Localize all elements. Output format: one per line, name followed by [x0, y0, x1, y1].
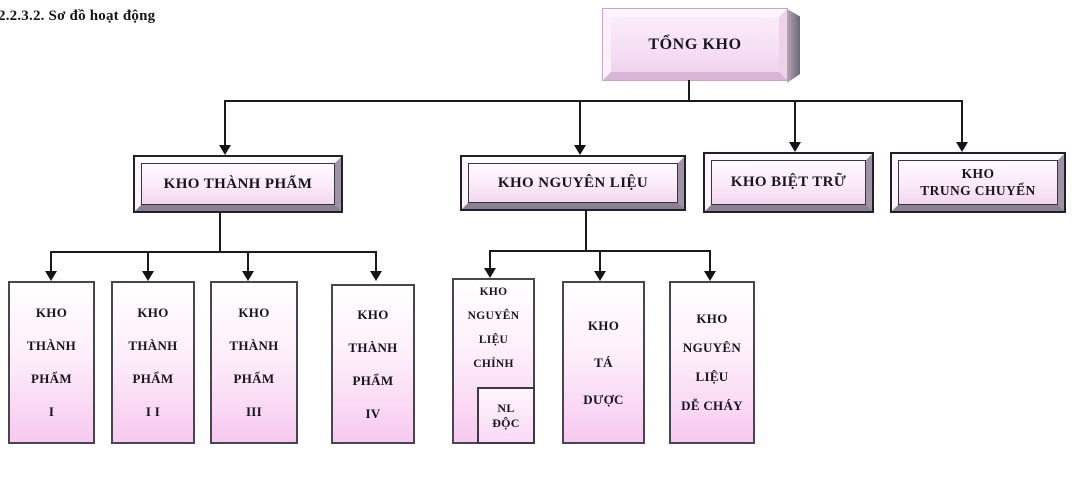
label-line: ĐỘC: [492, 415, 520, 430]
label-line: KHO: [137, 305, 169, 320]
connector-nguyen-lieu-stem: [585, 211, 587, 252]
connector-thanh-pham-hbar: [50, 251, 377, 253]
node-kho-biet-tru: KHO BIỆT TRỮ: [703, 152, 874, 213]
connector-drop-biet-tru: [794, 100, 796, 143]
node-bevel: KHO NGUYÊN LIỆU: [462, 157, 684, 209]
label-line: KHO: [479, 286, 508, 298]
label-line: TRUNG CHUYỂN: [920, 182, 1036, 198]
label-line: THÀNH: [348, 339, 398, 355]
node-tong-kho-3d-edge: [787, 9, 800, 83]
arrowhead-down-icon: [704, 271, 716, 281]
node-bevel: KHO THÀNH PHẨM: [135, 157, 341, 211]
label-line: PHẨM: [132, 371, 174, 386]
connector-thanh-pham-stem: [219, 213, 221, 253]
connector-drop-nl2: [599, 250, 601, 272]
connector-drop-nl3: [709, 250, 711, 272]
node-kho-trung-chuyen-label: KHO TRUNG CHUYỂN: [898, 160, 1058, 205]
node-kho-nguyen-lieu: KHO NGUYÊN LIỆU: [460, 155, 686, 211]
label-line: KHO: [696, 311, 728, 326]
connector-drop-trung-chuyen: [961, 100, 963, 143]
label-line: THÀNH: [26, 338, 77, 353]
node-kho-thanh-pham-4: KHO THÀNH PHẨM IV: [331, 284, 415, 444]
node-kho-nguyen-lieu-chinh: KHO NGUYÊN LIỆU CHÍNH NL ĐỘC: [452, 278, 535, 444]
node-tong-kho-label: TỔNG KHO: [603, 9, 787, 80]
label-line: KHO: [961, 165, 995, 181]
node-kho-thanh-pham-label: KHO THÀNH PHẨM: [141, 163, 335, 205]
label-line: I: [48, 404, 55, 419]
node-kho-thanh-pham-3: KHO THÀNH PHẨM III: [210, 281, 298, 444]
arrowhead-down-icon: [370, 271, 382, 281]
node-kho-nguyen-lieu-label: KHO NGUYÊN LIỆU: [468, 163, 678, 203]
node-bevel: KHO TRUNG CHUYỂN: [892, 154, 1064, 211]
label-line: KHO: [238, 305, 270, 320]
label-line: TÁ: [594, 354, 613, 370]
connector-drop-tp1: [50, 251, 52, 272]
arrowhead-down-icon: [789, 142, 801, 152]
arrowhead-down-icon: [484, 268, 496, 278]
label-line: DỄ CHÁY: [681, 398, 743, 413]
node-kho-biet-tru-label: KHO BIỆT TRỮ: [711, 160, 866, 205]
arrowhead-down-icon: [956, 142, 968, 152]
label-line: PHẨM: [233, 371, 275, 386]
label-line: THÀNH: [128, 338, 178, 353]
node-kho-thanh-pham: KHO THÀNH PHẨM: [133, 155, 343, 213]
label-line: KHO: [587, 317, 620, 333]
label-line: NGUYÊN: [467, 310, 520, 322]
label-line: THÀNH: [229, 338, 279, 353]
arrowhead-down-icon: [594, 271, 606, 281]
connector-root-hbar: [224, 100, 963, 102]
label-line: DƯỢC: [583, 391, 624, 407]
arrowhead-down-icon: [219, 145, 231, 155]
label-line: CHÍNH: [473, 358, 514, 370]
label-line: LIỆU: [695, 369, 729, 384]
label-line: NL: [497, 400, 515, 415]
arrowhead-down-icon: [45, 271, 57, 281]
connector-drop-tp2: [147, 251, 149, 272]
connector-drop-tp3: [247, 251, 249, 272]
connector-drop-nguyen-lieu: [579, 100, 581, 146]
label-line: I I: [145, 404, 161, 419]
node-bevel: KHO BIỆT TRỮ: [705, 154, 872, 211]
node-kho-thanh-pham-2: KHO THÀNH PHẨM I I: [111, 281, 195, 444]
label-line: IV: [365, 405, 381, 421]
node-kho-ta-duoc: KHO TÁ DƯỢC: [562, 281, 645, 444]
connector-drop-nl1: [489, 250, 491, 269]
label-line: LIỆU: [478, 334, 509, 346]
node-kho-trung-chuyen: KHO TRUNG CHUYỂN: [890, 152, 1066, 213]
label-line: PHẨM: [352, 372, 394, 388]
label-line: KHO: [35, 305, 68, 320]
connector-root-stem: [688, 80, 690, 101]
section-heading: 2.2.3.2. Sơ đồ hoạt động: [0, 8, 156, 24]
label-line: NGUYÊN: [682, 340, 742, 355]
node-tong-kho: TỔNG KHO: [602, 8, 788, 81]
connector-drop-tp4: [375, 251, 377, 272]
arrowhead-down-icon: [574, 145, 586, 155]
arrowhead-down-icon: [142, 271, 154, 281]
node-kho-nguyen-lieu-de-chay: KHO NGUYÊN LIỆU DỄ CHÁY: [669, 281, 755, 444]
label-line: III: [245, 404, 263, 419]
node-kho-thanh-pham-1: KHO THÀNH PHẨM I: [8, 281, 95, 444]
label-line: KHO: [357, 306, 389, 322]
node-nl-doc: NL ĐỘC: [477, 387, 535, 444]
connector-drop-thanh-pham: [224, 100, 226, 146]
label-line: PHẨM: [31, 371, 72, 386]
arrowhead-down-icon: [242, 271, 254, 281]
